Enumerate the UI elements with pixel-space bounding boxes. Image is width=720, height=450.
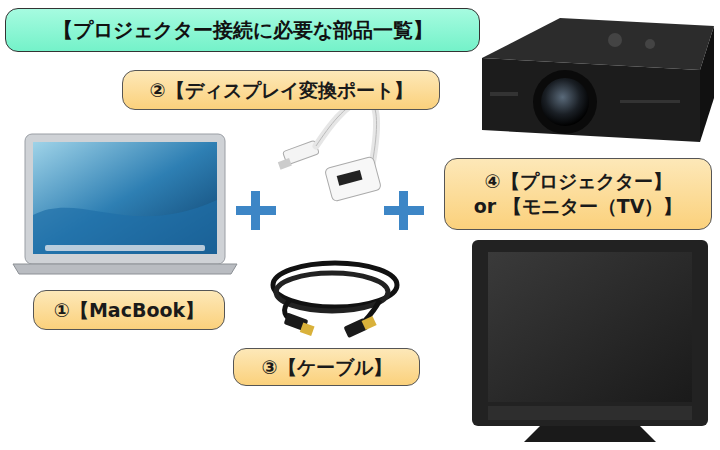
projector-picture — [482, 18, 714, 142]
part-box: ③【ケーブル】 — [233, 348, 420, 386]
part-box: ①【MacBook】 — [33, 290, 225, 330]
label-text: ④【プロジェクター】 — [484, 169, 671, 194]
part-box: ④【プロジェクター】or 【モニター（TV）】 — [444, 158, 712, 230]
cable-picture — [273, 263, 397, 338]
label-text: 【プロジェクター接続に必要な部品一覧】 — [53, 17, 433, 43]
label-text: ③【ケーブル】 — [261, 355, 391, 380]
part-box: ②【ディスプレイ変換ポート】 — [122, 70, 440, 110]
title-banner: 【プロジェクター接続に必要な部品一覧】 — [5, 8, 480, 52]
adapter-picture — [278, 100, 382, 202]
tv-picture — [472, 240, 708, 442]
label-text: ①【MacBook】 — [54, 298, 204, 323]
label-text: or 【モニター（TV）】 — [474, 194, 683, 219]
label-text: ②【ディスプレイ変換ポート】 — [149, 78, 412, 103]
plus-symbol — [236, 191, 424, 230]
macbook-picture — [13, 134, 237, 274]
